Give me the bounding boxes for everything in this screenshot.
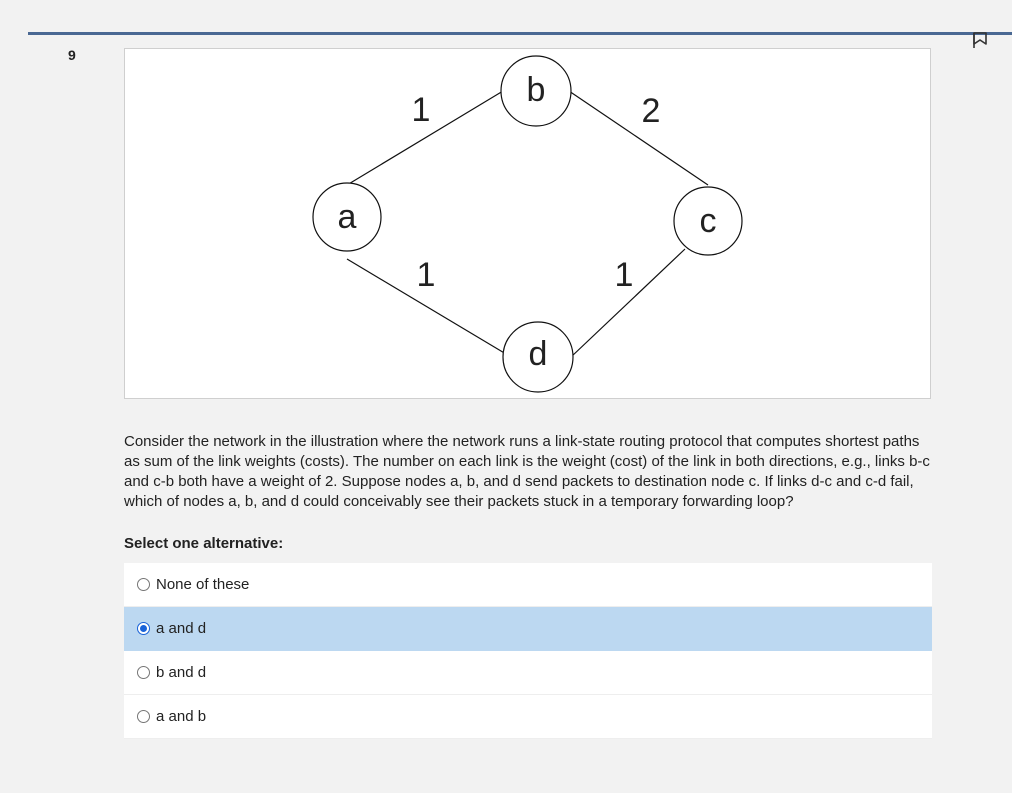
flag-icon[interactable] xyxy=(972,31,988,49)
node-d-label: d xyxy=(529,335,548,373)
question-text: Consider the network in the illustration… xyxy=(124,433,930,510)
weight-a-b: 1 xyxy=(412,91,431,129)
node-b-label: b xyxy=(527,71,546,109)
option-label: a and b xyxy=(156,708,207,725)
network-diagram: a b c d 1 2 1 1 xyxy=(124,48,931,399)
radio-button[interactable] xyxy=(137,710,150,723)
node-c: c xyxy=(673,186,743,256)
answer-options: None of these a and d b and d a and b xyxy=(124,563,932,739)
weight-b-c: 2 xyxy=(642,92,661,130)
option-b-and-d[interactable]: b and d xyxy=(124,651,932,695)
edge-d-c xyxy=(570,248,686,358)
node-d: d xyxy=(502,321,574,393)
edge-a-b xyxy=(346,90,504,186)
node-c-label: c xyxy=(700,202,717,240)
weight-d-c: 1 xyxy=(615,256,634,294)
weight-a-d: 1 xyxy=(417,256,436,294)
option-label: a and d xyxy=(156,620,207,637)
option-a-and-d[interactable]: a and d xyxy=(124,607,932,651)
radio-button[interactable] xyxy=(137,578,150,591)
node-b: b xyxy=(500,55,572,127)
node-a-label: a xyxy=(338,198,357,236)
option-none-of-these[interactable]: None of these xyxy=(124,563,932,607)
edge-a-d xyxy=(346,258,507,355)
radio-button[interactable] xyxy=(137,622,150,635)
node-a: a xyxy=(312,182,382,252)
question-number: 9 xyxy=(68,47,76,63)
top-divider xyxy=(28,32,1012,35)
option-label: None of these xyxy=(156,576,250,593)
option-label: b and d xyxy=(156,664,207,681)
answer-prompt: Select one alternative: xyxy=(124,535,284,552)
option-a-and-b[interactable]: a and b xyxy=(124,695,932,739)
radio-button[interactable] xyxy=(137,666,150,679)
edge-b-c xyxy=(568,90,709,186)
